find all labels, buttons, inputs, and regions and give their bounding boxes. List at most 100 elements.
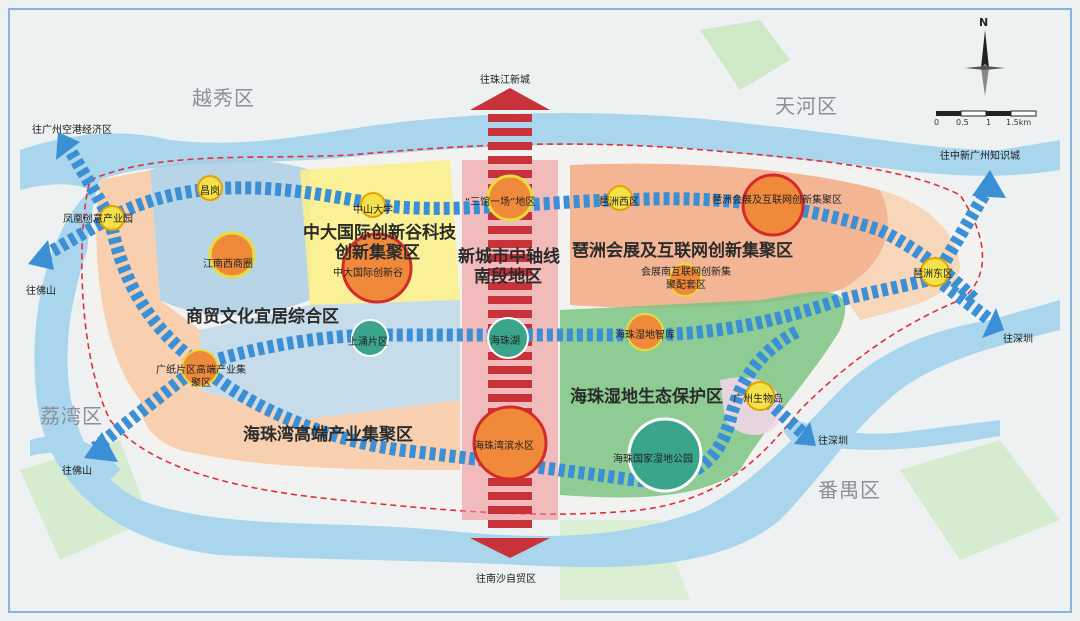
node-bay-waterfront [472,405,548,481]
north-label: N [979,16,989,29]
zone-wetland-protect: 海珠湿地生态保护区 [570,387,723,407]
compass-rose [965,30,1005,96]
north-arrow-icon: N [955,16,1015,96]
label-paper-mill: 广纸片区高端产业集聚区 [153,364,249,390]
node-pazhou-cluster [741,173,805,237]
label-sanguan: “三馆一场”地区 [465,197,536,208]
scale-label-0: 0 [934,118,940,127]
axis-stripe [488,380,532,388]
node-fenghuang [99,205,125,231]
label-paper-mill-text: 广纸片区高端产业集聚区 [156,365,246,389]
axis-stripe [488,142,532,150]
scale-label-3: 1.5km [1006,118,1032,127]
node-pazhou-east [920,257,950,287]
node-shangyong [351,319,389,357]
pearl-river [20,113,1060,568]
axis-stripe [488,506,532,514]
park-area [900,440,1060,560]
axis-stripe [488,492,532,500]
arrow-foshan-lower [84,432,118,462]
dir-north-zhujiang: 往珠江新城 [480,75,530,86]
district-panyu: 番禺区 [818,478,881,502]
axis-stripe [488,268,532,276]
corridor-south [195,324,803,488]
zone-pazhou: 琶洲会展及互联网创新集聚区 [572,241,793,261]
label-pazhou-cluster-text: 琶洲会展及互联网创新集聚区 [712,195,842,206]
scale-bar-graphic [936,110,1037,117]
zone-central-axis-line2: 南段地区 [474,267,542,287]
compass-needle-east [985,66,1005,70]
compass-needle-north [981,30,989,68]
corridors [36,146,996,488]
label-bio-island: 广州生物岛 [733,394,783,405]
axis-stripe [488,394,532,402]
label-haizhu-lake: 海珠湖 [490,336,520,347]
corridor-to-foshan-lower [90,359,205,454]
axis-stripe [488,282,532,290]
label-bay-waterfront: 海珠湾滨水区 [474,441,534,452]
label-fenghuang: 凤凰创意产业园 [63,214,133,225]
corridor-north [106,181,980,305]
label-zhongda-valley: 中大国际创新谷 [333,268,403,279]
node-changgang [197,175,223,201]
label-pazhou-west: 琶洲西区 [599,197,639,208]
scale-segment [936,111,961,116]
scale-segment [986,111,1011,116]
node-jiangnan [208,231,256,279]
node-pazhou-south [668,263,702,297]
arrow-foshan-upper [28,240,54,270]
corridor-to-knowledge-city [929,181,996,282]
zone-central-axis: 新城市中轴线 [458,247,560,267]
label-pazhou-cluster: 琶洲会展及互联网创新集聚区 [712,191,842,206]
dir-shenzhen-upper: 往深圳 [1003,334,1033,345]
zone-bay-industry: 海珠湾高端产业集聚区 [243,425,413,445]
label-wetland-think: 海珠湿地智库 [615,330,675,341]
axis-stripe [488,296,532,304]
zone-zhongda: 中大国际创新谷科技 [303,223,456,243]
river-branch [760,400,1000,450]
corridor-to-airport [64,146,116,222]
label-shangyong: 上涌片区 [348,337,388,348]
axis-stripe [488,254,532,262]
arrow-shenzhen-lower [794,422,816,446]
zone-zhongda-line2: 创新集聚区 [335,243,420,263]
scale-segment [960,110,987,117]
node-bio-island [745,381,775,411]
node-wetland-park [627,417,703,493]
axis-stripe [488,128,532,136]
axis-arrow-north [470,88,550,110]
dir-airport: 往广州空港经济区 [32,125,112,136]
axis-stripe [488,478,532,486]
nodes [99,173,950,493]
node-zhongshan-univ [360,192,386,218]
dir-shenzhen-lower: 往深圳 [818,436,848,447]
dir-knowledge-city: 往中新广州知识城 [940,151,1020,162]
district-tianhe: 天河区 [775,94,838,118]
axis-stripe [488,156,532,164]
corridor-middle [197,271,937,372]
node-haizhu-lake [487,317,529,359]
label-pazhou-east: 琶洲东区 [913,269,953,280]
axis-stripe [488,520,532,528]
node-zhongda-valley [341,232,413,304]
label-pazhou-south-text: 会展南互联网创新集聚配套区 [641,267,731,291]
district-liwan: 荔湾区 [40,404,103,428]
shangyong-zone [200,300,460,420]
label-pazhou-south: 会展南互联网创新集聚配套区 [638,266,734,292]
district-yuexiu: 越秀区 [192,86,255,110]
node-pazhou-west [607,185,633,211]
corridor-arrowheads [28,132,1006,462]
compass-needle-west [965,66,985,70]
dir-foshan-upper: 往佛山 [26,286,56,297]
scale-label-2: 1 [986,118,992,127]
label-changgang: 昌岗 [200,186,220,197]
scale-label-1: 0.5 [956,118,969,127]
corridor-to-shenzhen-upper [931,272,994,326]
node-wetland-think [626,313,664,351]
axis-stripe [488,114,532,122]
label-zhongshan-univ: 中山大学 [353,205,393,216]
axis-stripe [488,366,532,374]
node-sanguan [486,174,534,222]
label-wetland-park: 海珠国家湿地公园 [613,454,693,465]
axis-stripe [488,310,532,318]
